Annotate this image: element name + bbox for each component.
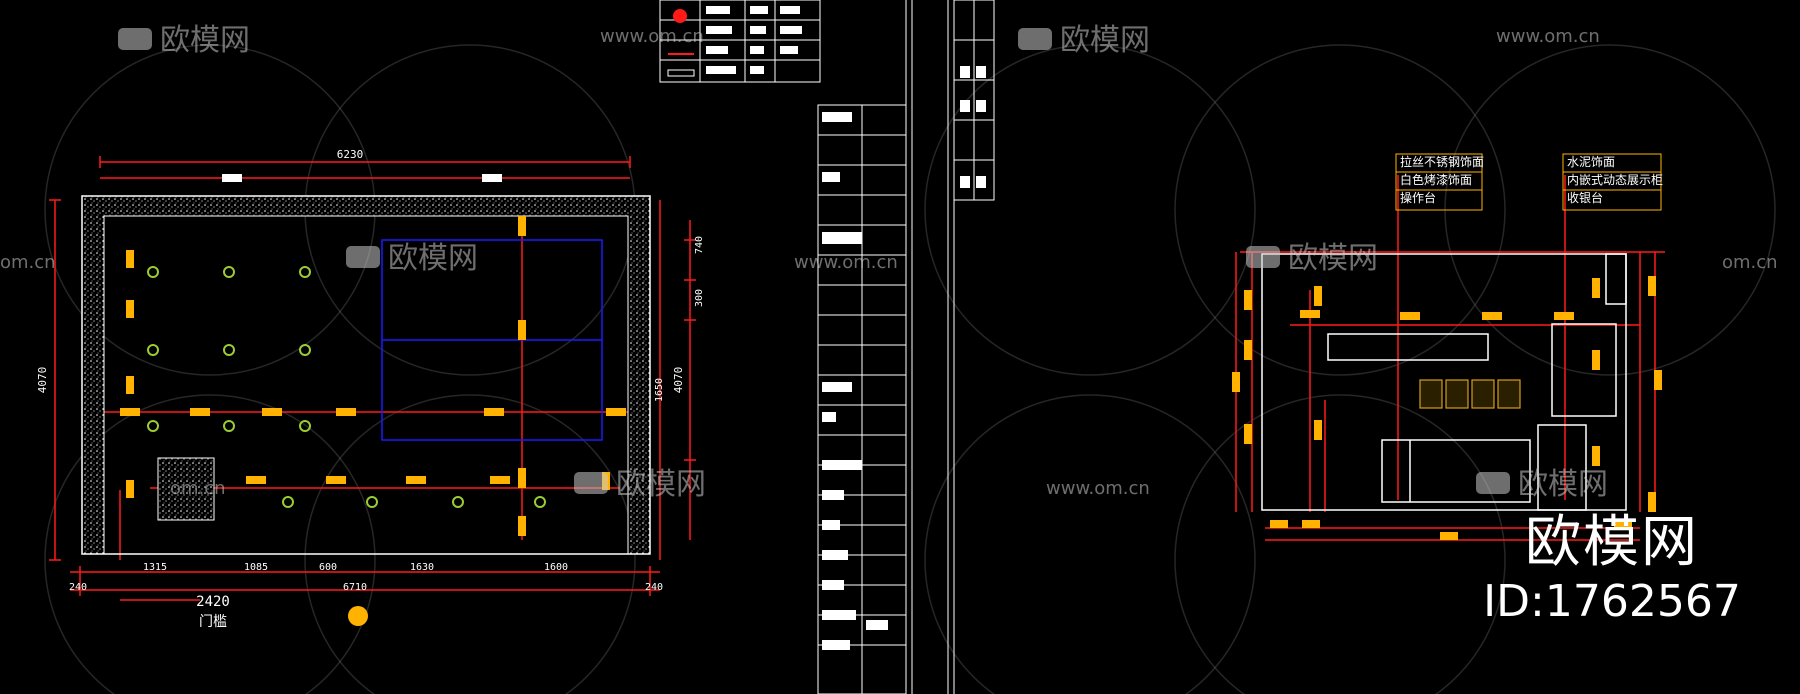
dim-right-segment: 740 [694, 236, 705, 254]
watermark-logo: 欧模网 [1246, 241, 1378, 276]
plan-marker [482, 174, 502, 182]
dim-right-segment: 300 [694, 289, 705, 307]
watermark-url: om.cn [170, 478, 226, 499]
watermark-brand: 欧模网 [160, 23, 250, 58]
sofa-icon [1018, 28, 1052, 50]
watermark-brand: 欧模网 [616, 467, 706, 502]
sofa-icon [1476, 472, 1510, 494]
sofa-icon [346, 246, 380, 268]
wall-top [82, 196, 650, 216]
watermark-url: www.om.cn [794, 252, 898, 273]
watermark-stamp-brand: 欧模网 [1525, 510, 1699, 575]
note-right: 水泥饰面 [1567, 155, 1615, 169]
floor-plan: 6230 4070 4070 740 300 1650 1315 1085 60… [36, 148, 705, 630]
door-label: 门槛 [199, 614, 227, 630]
dim-right-wall: 240 [645, 582, 663, 593]
watermark-url: www.om.cn [1496, 26, 1600, 47]
column [157, 457, 215, 521]
legend-symbol [673, 9, 687, 23]
watermark-brand: 欧模网 [388, 241, 478, 276]
dim-right-height: 4070 [672, 367, 685, 394]
wall-inner [103, 215, 629, 555]
note-right: 内嵌式动态展示柜 [1567, 173, 1663, 187]
wall-left [82, 196, 104, 554]
note-left: 拉丝不锈钢饰面 [1400, 154, 1484, 169]
dim-left-wall: 240 [69, 582, 87, 593]
sofa-icon [1246, 246, 1280, 268]
plan-marker [222, 174, 242, 182]
watermark-url: om.cn [1722, 252, 1778, 273]
sofa-icon [118, 28, 152, 50]
watermark-brand: 欧模网 [1060, 23, 1150, 58]
dim-left-height: 4070 [36, 367, 49, 394]
stools [1419, 379, 1521, 409]
dim-bottom-segment: 1630 [410, 562, 434, 573]
watermark-logo: 欧模网 [1476, 467, 1608, 502]
plan-dimension-lines [49, 156, 696, 601]
schedule-tables [659, 0, 995, 694]
wall-right [628, 196, 650, 554]
watermarks: 欧模网 www.om.cn 欧模网 www.om.cn om.cn 欧模网 ww… [0, 23, 1778, 502]
watermark-brand: 欧模网 [1518, 467, 1608, 502]
display-zone [381, 239, 603, 441]
dim-bottom-segment: 1315 [143, 562, 167, 573]
dim-right-segment: 1650 [654, 378, 665, 402]
watermark-logo: 欧模网 [346, 241, 478, 276]
sofa-icon [574, 472, 608, 494]
dim-bottom-segment: 1600 [544, 562, 568, 573]
light-fixtures [147, 266, 546, 508]
elevation: 拉丝不锈钢饰面 白色烤漆饰面 操作台 水泥饰面 内嵌式动态展示柜 收银台 [1232, 153, 1665, 541]
watermark-logo: 欧模网 [118, 23, 250, 58]
north-arrow-icon [348, 606, 368, 626]
watermark-stamp: 欧模网 ID:1762567 [1482, 510, 1742, 628]
note-left: 操作台 [1400, 190, 1436, 205]
watermark-url: om.cn [0, 252, 56, 273]
dim-overall-width: 6230 [337, 148, 364, 161]
elevation-tags [1232, 276, 1662, 540]
dim-door-width: 2420 [196, 594, 230, 610]
note-right: 收银台 [1567, 190, 1603, 205]
watermark-stamp-id: ID:1762567 [1483, 576, 1741, 627]
watermark-logo: 欧模网 [1018, 23, 1150, 58]
elevation-outline [1261, 253, 1627, 511]
annotation-left: 拉丝不锈钢饰面 白色烤漆饰面 操作台 [1395, 153, 1484, 211]
watermark-brand: 欧模网 [1288, 241, 1378, 276]
dim-bottom-segment: 600 [319, 562, 337, 573]
watermark-url: www.om.cn [600, 26, 704, 47]
note-left: 白色烤漆饰面 [1400, 172, 1472, 187]
watermark-url: www.om.cn [1046, 478, 1150, 499]
dim-outer-width: 6710 [343, 582, 367, 593]
dim-bottom-segment: 1085 [244, 562, 268, 573]
annotation-right: 水泥饰面 内嵌式动态展示柜 收银台 [1562, 153, 1663, 211]
watermark-logo: 欧模网 [574, 467, 706, 502]
